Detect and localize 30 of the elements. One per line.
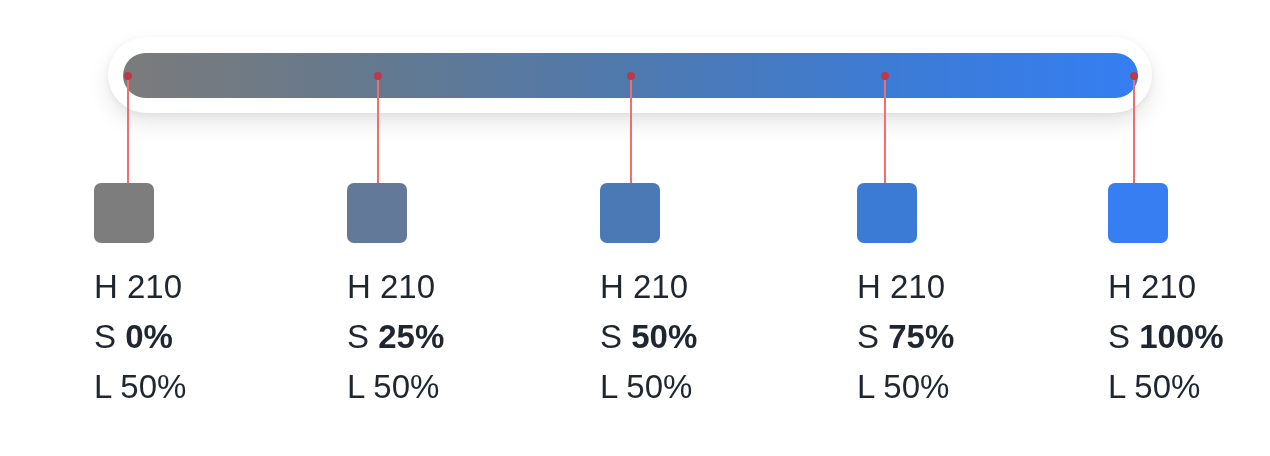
dot-icon [1130,72,1138,80]
lightness-value: L 50% [600,367,693,407]
gradient-bar [123,53,1138,98]
leader-line [630,79,632,184]
hue-value: H 210 [1108,267,1197,307]
saturation-value: S 0% [94,317,173,357]
hue-value: H 210 [94,267,183,307]
hue-value: H 210 [347,267,436,307]
dot-icon [124,72,132,80]
leader-line [1133,79,1135,184]
lightness-value: L 50% [94,367,187,407]
hue-value: H 210 [600,267,689,307]
leader-line [377,79,379,184]
dot-icon [374,72,382,80]
swatch-icon [347,183,407,243]
lightness-value: L 50% [347,367,440,407]
hue-value: H 210 [857,267,946,307]
swatch-icon [1108,183,1168,243]
swatch-icon [600,183,660,243]
saturation-value: S 75% [857,317,955,357]
lightness-value: L 50% [1108,367,1201,407]
saturation-value: S 25% [347,317,445,357]
dot-icon [627,72,635,80]
leader-line [884,79,886,184]
lightness-value: L 50% [857,367,950,407]
swatch-icon [857,183,917,243]
saturation-value: S 50% [600,317,698,357]
swatch-icon [94,183,154,243]
saturation-value: S 100% [1108,317,1224,357]
dot-icon [881,72,889,80]
